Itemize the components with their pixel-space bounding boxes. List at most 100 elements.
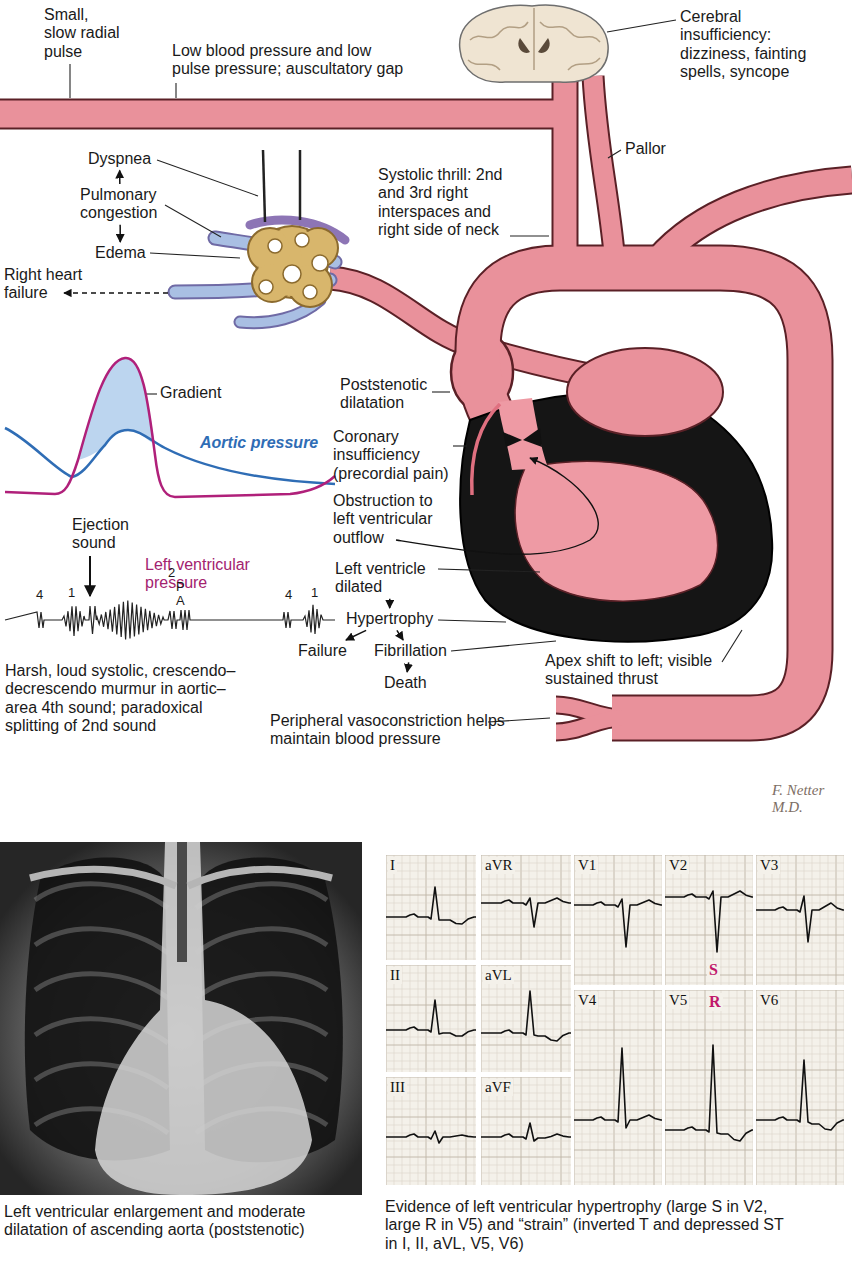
leader-lines xyxy=(510,235,549,236)
flow-node: Fibrillation xyxy=(374,642,447,660)
ecg-lead-panel: V5R xyxy=(665,990,753,1185)
ecg-grid xyxy=(481,1069,571,1070)
ecg-grid xyxy=(756,927,844,928)
leader-lines xyxy=(438,620,506,622)
ecg-grid xyxy=(729,990,730,1185)
ecg-grid xyxy=(481,1157,571,1158)
lung-vessels xyxy=(175,220,345,323)
ecg-grid xyxy=(756,879,844,880)
ecg-grid xyxy=(574,855,662,856)
ecg-grid xyxy=(756,887,844,888)
ecg-grid xyxy=(665,943,753,944)
figure-caption: Evidence of left ventricular hypertrophy… xyxy=(385,1198,797,1253)
lead-label: V1 xyxy=(576,857,598,874)
ecg-grid xyxy=(386,1149,476,1150)
ecg-grid xyxy=(386,903,476,904)
ecg-grid xyxy=(481,1117,571,1118)
ecg-grid xyxy=(386,1061,476,1062)
node-text: Failure xyxy=(298,642,347,660)
ecg-grid xyxy=(756,1134,844,1135)
heart-sound-number: 4 xyxy=(285,588,292,603)
ecg-grid xyxy=(481,1109,571,1110)
ecg-grid xyxy=(665,927,753,928)
bronchus xyxy=(263,150,300,222)
ecg-grid xyxy=(614,990,615,1185)
ecg-grid xyxy=(386,1045,476,1046)
brain-section xyxy=(518,38,530,53)
ecg-grid xyxy=(804,990,805,1185)
ecg-grid xyxy=(386,1181,476,1182)
ecg-grid xyxy=(386,1101,476,1102)
flow-node: Failure xyxy=(298,642,347,660)
sound-label: Ejection sound xyxy=(72,516,152,553)
ecg-grid xyxy=(481,1141,571,1142)
ecg-grid xyxy=(386,1000,476,1036)
ecg-grid xyxy=(386,887,476,924)
ecg-grid xyxy=(386,951,476,952)
ecg-grid xyxy=(574,1166,662,1167)
ecg-grid xyxy=(665,990,666,1185)
ecg-grid xyxy=(386,965,476,966)
node-text: Fibrillation xyxy=(374,642,447,660)
ecg-grid xyxy=(386,879,476,880)
ecg-grid xyxy=(574,990,575,1185)
ecg-grid xyxy=(481,1149,571,1150)
ecg-grid xyxy=(780,855,781,985)
lead-label: V4 xyxy=(576,992,598,1009)
ecg-grid xyxy=(386,989,476,990)
ecg-grid xyxy=(574,1048,662,1128)
ecg-grid xyxy=(386,1165,476,1166)
ecg-grid xyxy=(386,855,476,960)
ecg-grid xyxy=(665,990,753,1185)
alveoli-cluster xyxy=(248,226,338,307)
leader-lines xyxy=(453,445,467,446)
ecg-grid xyxy=(713,990,714,1185)
chest-x-ray xyxy=(196,884,327,908)
flow-arrow xyxy=(407,662,409,672)
flow-arrow xyxy=(119,225,121,242)
lead-label: aVF xyxy=(483,1079,513,1096)
chest-x-ray xyxy=(188,869,332,886)
ecg-grid xyxy=(386,855,476,856)
ecg-grid xyxy=(665,1158,753,1159)
ecg-grid xyxy=(574,919,662,920)
ecg-grid xyxy=(481,895,571,896)
chest-x-ray xyxy=(95,842,312,1195)
lead-label: V2 xyxy=(667,857,689,874)
alveoli-cluster xyxy=(268,239,282,253)
ecg-grid xyxy=(721,855,722,985)
ecg-grid xyxy=(386,959,476,960)
ecg-grid xyxy=(673,990,674,1185)
ecg-grid xyxy=(756,990,757,1185)
artery-tubes xyxy=(0,76,852,732)
ecg-grid xyxy=(574,959,662,960)
heart xyxy=(503,432,522,447)
ecg-grid xyxy=(844,990,845,1185)
ecg-grid xyxy=(574,975,662,976)
ecg-grid xyxy=(481,1125,571,1126)
brain-section xyxy=(468,60,500,70)
ecg-grid xyxy=(756,895,844,896)
pressure-curves xyxy=(78,358,155,460)
ecg-grid xyxy=(630,855,631,985)
ecg-grid xyxy=(386,1109,476,1110)
ecg-grid xyxy=(386,935,476,936)
leader-lines xyxy=(438,569,540,572)
ecg-grid xyxy=(756,1038,844,1039)
chest-x-ray xyxy=(196,929,327,953)
ecg-grid xyxy=(481,898,571,927)
ecg-grid xyxy=(665,1030,753,1031)
ecg-grid xyxy=(386,1077,476,1185)
ecg-grid xyxy=(673,855,674,985)
ecg-grid xyxy=(481,1061,571,1062)
ecg-grid xyxy=(574,1150,662,1151)
ecg-grid xyxy=(386,863,476,864)
ecg-grid xyxy=(756,1046,844,1047)
ecg-grid xyxy=(665,990,753,1185)
ecg-grid xyxy=(386,911,476,912)
wave-marker: R xyxy=(707,993,723,1011)
flow-arrow xyxy=(346,630,366,640)
ecg-grid xyxy=(606,990,607,1185)
ecg-grid xyxy=(796,855,797,985)
ecg-grid xyxy=(665,879,753,880)
